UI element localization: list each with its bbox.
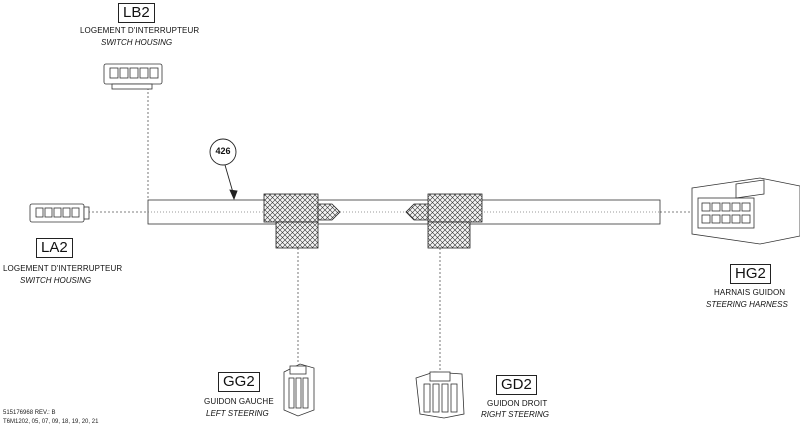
- connector-gg2-icon: [283, 363, 315, 417]
- connector-la2-icon: [29, 203, 90, 223]
- splice-right: [405, 193, 483, 249]
- document-reference: 515176968 REV.: B: [3, 410, 56, 416]
- connector-name-en-hg2: STEERING HARNESS: [706, 300, 788, 309]
- connector-name-fr-la2: LOGEMENT D'INTERRUPTEUR: [3, 264, 123, 273]
- connector-name-en-la2: SWITCH HOUSING: [20, 276, 92, 285]
- connector-name-en-lb2: SWITCH HOUSING: [101, 38, 173, 47]
- connector-name-fr-hg2: HARNAIS GUIDON: [714, 288, 786, 297]
- callout-number: 426: [215, 146, 231, 156]
- connector-name-fr-gd2: GUIDON DROIT: [487, 399, 548, 408]
- splice-left: [263, 193, 341, 249]
- connector-code-gd2: GD2: [496, 375, 537, 395]
- connector-code-lb2: LB2: [118, 3, 155, 23]
- connector-lb2-icon: [103, 63, 163, 90]
- connector-gd2-icon: [415, 371, 465, 419]
- harness-sleeve: [147, 199, 661, 225]
- connector-code-hg2: HG2: [730, 264, 771, 284]
- model-list: T6M1202, 05, 07, 09, 18, 19, 20, 21: [3, 419, 99, 425]
- connector-name-fr-gg2: GUIDON GAUCHE: [204, 397, 274, 406]
- callout-426: [209, 138, 238, 201]
- connector-code-gg2: GG2: [218, 372, 260, 392]
- connector-code-la2: LA2: [36, 238, 73, 258]
- connector-name-en-gd2: RIGHT STEERING: [481, 410, 550, 419]
- connector-name-fr-lb2: LOGEMENT D'INTERRUPTEUR: [80, 26, 200, 35]
- connector-hg2-icon: [691, 177, 800, 245]
- connector-name-en-gg2: LEFT STEERING: [206, 409, 269, 418]
